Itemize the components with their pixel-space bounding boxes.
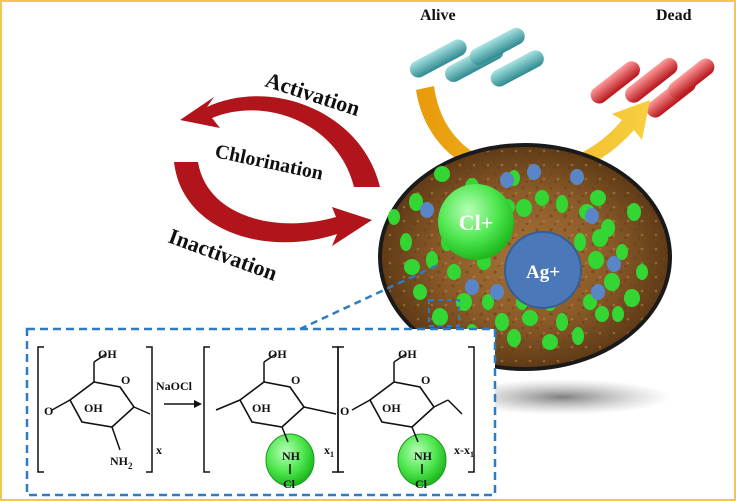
- chlorine-dot: [413, 284, 427, 300]
- chlorine-dot: [604, 273, 620, 291]
- subscript-x: x: [156, 443, 162, 457]
- inactivation-arrow: [174, 162, 372, 246]
- chlorine-dot: [535, 190, 549, 206]
- alive-label: Alive: [420, 7, 456, 24]
- chlorine-dot: [434, 166, 450, 182]
- silver-dot: [607, 256, 621, 272]
- ring-o-label: O: [291, 373, 300, 387]
- glycosidic-o-label: O: [340, 404, 349, 418]
- chlorine-dot: [616, 244, 628, 260]
- oh-label: OH: [84, 401, 103, 415]
- chlorine-dot: [588, 251, 604, 269]
- chlorine-dot: [409, 193, 423, 211]
- chlorine-dot: [432, 308, 448, 326]
- chlorine-dot: [522, 310, 538, 326]
- dead-bacteria-cluster: [590, 58, 715, 118]
- link-o-label: O: [44, 404, 53, 418]
- silver-dot: [500, 172, 514, 188]
- cl-atom-label: Cl: [283, 477, 296, 491]
- chlorine-dot: [507, 329, 521, 347]
- chlorine-dot: [542, 334, 558, 350]
- cl-label: Cl+: [459, 210, 494, 235]
- chlorine-dot: [516, 199, 532, 217]
- naocl-label: NaOCl: [156, 379, 193, 393]
- cl-highlight: [397, 433, 447, 487]
- chlorination-label: Chlorination: [213, 140, 325, 184]
- chlorine-dot: [590, 190, 606, 206]
- nh2-label: NH2: [110, 454, 133, 471]
- oh-label: OH: [398, 347, 417, 361]
- alive-bacteria-cluster: [409, 27, 544, 87]
- cl-highlight: [265, 433, 315, 487]
- silver-dot: [465, 279, 479, 295]
- n-chloro-unit-2: OH O OH NH Cl x-x1: [337, 346, 475, 491]
- silver-dot: [591, 284, 605, 300]
- activation-arrow: [180, 96, 380, 187]
- blue-dots: [420, 164, 621, 300]
- cl-particle: Cl+: [438, 184, 514, 260]
- oh-label: OH: [98, 347, 117, 361]
- oh-label: OH: [252, 401, 271, 415]
- ring-o-label: O: [421, 373, 430, 387]
- chlorine-dot: [595, 306, 609, 322]
- chlorine-dot: [556, 313, 568, 331]
- chlorine-dot: [404, 259, 420, 275]
- chlorine-dot: [624, 289, 640, 307]
- chlorine-dot: [426, 251, 438, 269]
- chlorine-dot: [388, 209, 400, 225]
- oh-label: OH: [382, 401, 401, 415]
- silver-dot: [570, 169, 584, 185]
- alive-bacterium: [409, 39, 467, 78]
- alive-bacterium: [469, 27, 525, 66]
- oh-label: OH: [268, 347, 287, 361]
- nh-label: NH: [414, 449, 433, 463]
- subscript-x1: x1: [324, 443, 334, 459]
- chlorine-dot: [495, 313, 509, 331]
- chlorine-dot: [482, 294, 494, 310]
- chlorine-dot: [556, 195, 568, 213]
- zoom-region-marker: [428, 299, 460, 327]
- dead-bacterium: [625, 58, 678, 103]
- dead-label: Dead: [656, 7, 692, 24]
- chlorine-dot: [627, 203, 641, 221]
- silver-dot: [490, 284, 504, 300]
- particle-shadow: [452, 379, 672, 415]
- silver-dot: [585, 208, 599, 224]
- silver-dot: [420, 202, 434, 218]
- ag-particle: Ag+: [504, 231, 582, 309]
- ag-label: Ag+: [526, 262, 560, 283]
- dead-bacterium: [590, 61, 640, 104]
- silver-dot: [527, 164, 541, 180]
- chitosan-unit: OH O OH O NH2 x: [37, 346, 162, 473]
- nh-label: NH: [282, 449, 301, 463]
- chlorine-dot: [447, 264, 461, 280]
- subscript-x-x1: x-x1: [454, 443, 474, 459]
- chlorine-dot: [612, 306, 624, 322]
- ring-o-label: O: [121, 373, 130, 387]
- dead-bacterium: [668, 58, 715, 99]
- zoom-connector-left: [299, 263, 439, 331]
- chlorine-dot: [400, 233, 412, 251]
- chlorine-dot: [572, 327, 584, 345]
- chlorine-dot: [574, 233, 586, 251]
- chlorine-dot: [592, 229, 608, 247]
- alive-bacterium: [490, 50, 544, 87]
- cl-atom-label: Cl: [415, 477, 428, 491]
- naocl-reaction-arrow: NaOCl: [156, 379, 202, 408]
- chlorine-dot: [636, 264, 648, 280]
